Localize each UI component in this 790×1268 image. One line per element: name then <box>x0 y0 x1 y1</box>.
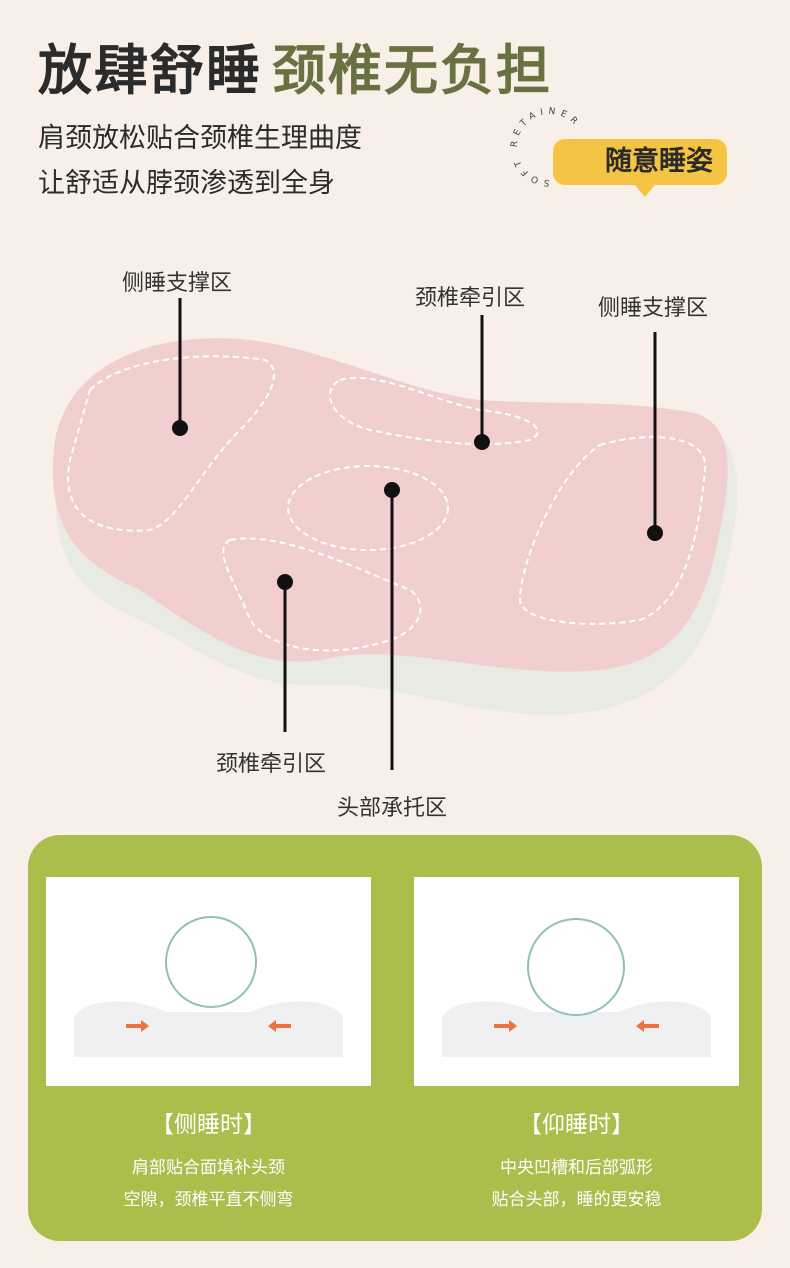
label-left-side-support: 侧睡支撑区 <box>122 271 233 296</box>
pillow-illustration <box>52 338 738 715</box>
label-head-support: 头部承托区 <box>337 796 448 821</box>
label-bottom-neck-traction: 颈椎牵引区 <box>216 752 327 777</box>
side-sleep-desc-1: 肩部贴合面填补头颈 <box>132 1158 285 1178</box>
side-sleep-illustration <box>46 877 371 1086</box>
subtitle-line-2: 让舒适从脖颈渗透到全身 <box>38 168 335 199</box>
callout-lines <box>172 298 663 770</box>
back-sleep-desc-2: 贴合头部，睡的更安稳 <box>491 1190 662 1210</box>
headline-dark: 放肆舒睡 <box>38 39 262 102</box>
label-top-neck-traction: 颈椎牵引区 <box>415 286 526 311</box>
subtitle-line-1: 肩颈放松贴合颈椎生理曲度 <box>38 123 362 154</box>
back-sleep-illustration <box>414 877 739 1086</box>
back-sleep-desc-1: 中央凹槽和后部弧形 <box>500 1158 653 1178</box>
label-right-side-support: 侧睡支撑区 <box>598 296 709 321</box>
sleep-position-panel: 【侧睡时】 肩部贴合面填补头颈 空隙，颈椎平直不侧弯 【仰睡时】 中央凹槽和后部… <box>28 835 762 1241</box>
headline: 放肆舒睡颈椎无负担 <box>38 26 552 105</box>
badge-any-posture: 随意睡姿 <box>553 139 727 197</box>
headline-green: 颈椎无负担 <box>272 39 552 102</box>
back-sleep-title: 【仰睡时】 <box>519 1112 634 1138</box>
side-sleep-title: 【侧睡时】 <box>151 1112 266 1138</box>
side-sleep-desc-2: 空隙，颈椎平直不侧弯 <box>123 1190 294 1210</box>
